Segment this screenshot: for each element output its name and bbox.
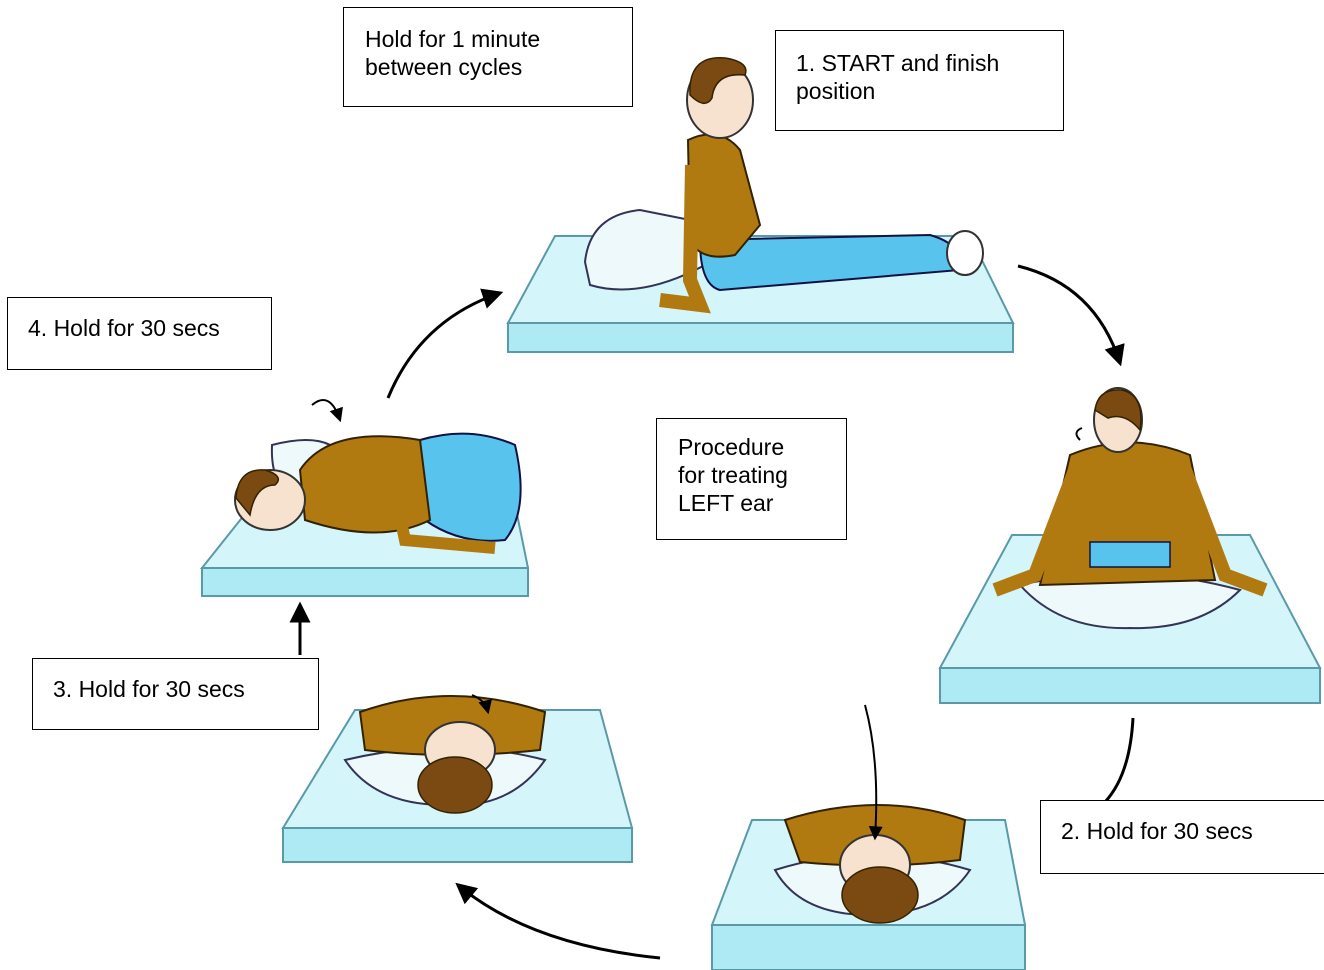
feet: [947, 231, 983, 275]
trousers: [1090, 542, 1170, 567]
procedure-title-label: Procedure for treating LEFT ear: [656, 418, 847, 540]
step-1-label: 1. START and finish position: [775, 30, 1064, 131]
hold-between-cycles-label: Hold for 1 minute between cycles: [343, 7, 633, 107]
shirt: [688, 134, 760, 256]
shirt: [300, 436, 430, 532]
step-2-label: 2. Hold for 30 secs: [1040, 800, 1324, 874]
supine-head-down-figure: [712, 805, 1025, 970]
step-3-label: 3. Hold for 30 secs: [32, 658, 319, 730]
arrow-5-to-1: [388, 293, 500, 398]
trousers: [420, 434, 521, 541]
arrow-1-to-2: [1018, 266, 1120, 363]
step-4-label: 4. Hold for 30 secs: [7, 297, 272, 370]
roll-arrow-icon: [312, 400, 340, 420]
head-turned-figure: [940, 388, 1320, 703]
supine-rolled-figure: [283, 695, 632, 862]
arrow-2-to-3: [1105, 718, 1133, 802]
turn-arrow-icon: [1076, 428, 1082, 440]
hair: [418, 757, 492, 813]
side-lying-figure: [202, 400, 528, 596]
hair: [842, 867, 918, 923]
arrow-3-to-4: [458, 885, 660, 958]
